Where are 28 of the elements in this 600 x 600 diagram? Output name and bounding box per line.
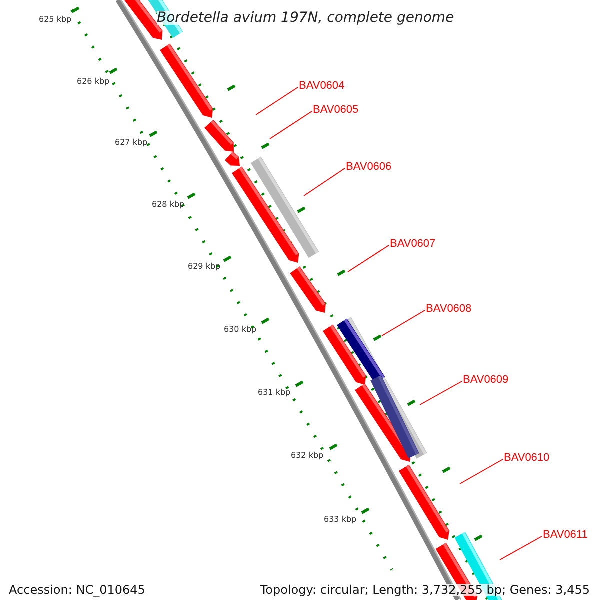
map-title: Bordetella avium 197N, complete genome (157, 11, 454, 25)
leader-line (270, 111, 312, 140)
gene-label: BAV0604 (299, 81, 345, 92)
scale-label: 628 kbp (152, 201, 185, 209)
leader-line (500, 536, 542, 560)
scale-label: 626 kbp (77, 78, 110, 86)
leader-line (304, 168, 346, 196)
scale-label: 631 kbp (258, 389, 291, 397)
leader-line (256, 87, 298, 116)
leader-line (348, 245, 390, 272)
scale-label: 630 kbp (224, 326, 257, 334)
leader-line (420, 381, 462, 406)
gene-label: BAV0605 (313, 105, 359, 116)
accession-text: Accession: NC_010645 (9, 584, 146, 596)
scale-label: 633 kbp (324, 516, 357, 524)
gene-label: BAV0606 (346, 162, 392, 173)
leader-line (460, 459, 504, 484)
genome-stats-text: Topology: circular; Length: 3,732,255 bp; Genes: 3,455 (260, 584, 590, 596)
scale-label: 625 kbp (39, 16, 72, 24)
gene-label: BAV0610 (504, 453, 550, 464)
leader-line (382, 310, 426, 336)
gene-label: BAV0607 (390, 239, 436, 250)
gene-label: BAV0611 (543, 530, 588, 541)
scale-label: 627 kbp (115, 139, 148, 147)
scale-label: 629 kbp (188, 263, 221, 271)
gene-label: BAV0608 (426, 304, 472, 315)
gene-label: BAV0609 (463, 375, 509, 386)
scale-label: 632 kbp (291, 452, 324, 460)
